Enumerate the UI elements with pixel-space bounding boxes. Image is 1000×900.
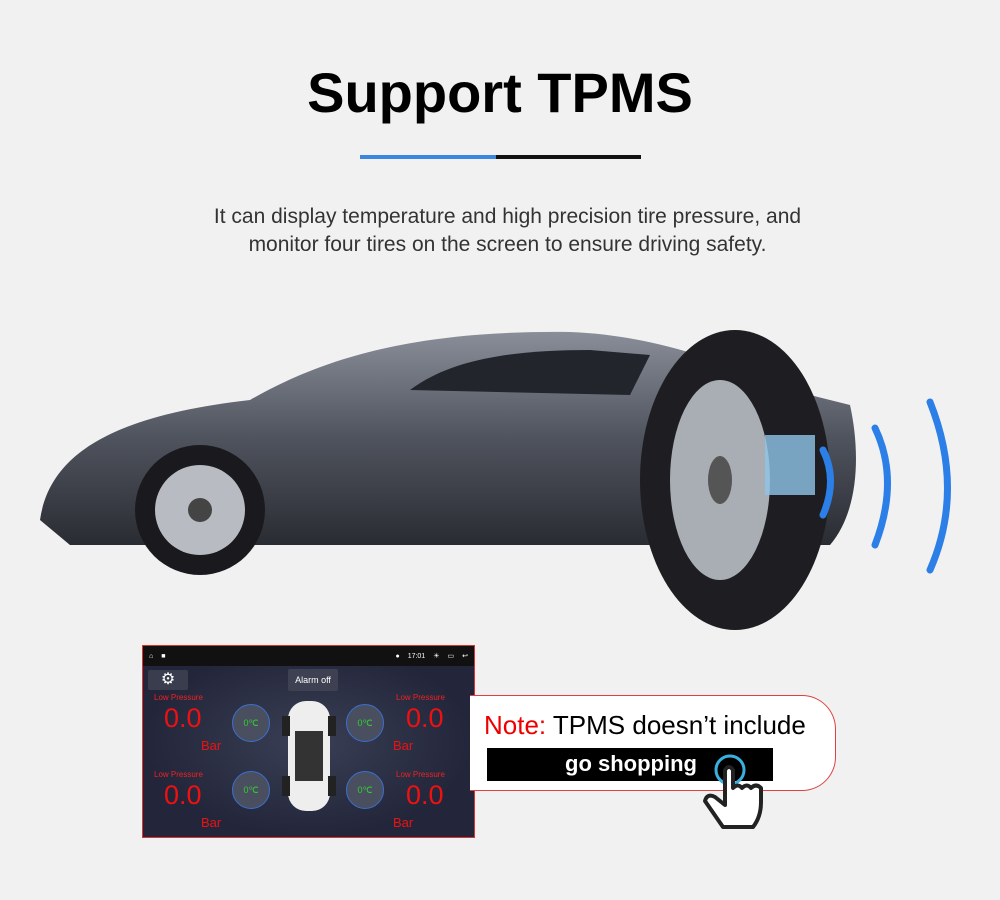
settings-button[interactable]: ⚙ [148,670,188,690]
note-callout: Note: TPMS doesn’t include go shopping [470,695,836,791]
note-text: Note: TPMS doesn’t include [484,710,806,741]
description-line-2: monitor four tires on the screen to ensu… [248,233,767,256]
tire-fr-unit: Bar [393,738,414,753]
tire-fl-pressure: 0.0 [164,703,202,733]
page-title: Support TPMS [307,61,693,124]
status-bar: ⌂ ■ ● 17:01 ☀ ▭ ↩ [143,646,474,666]
tpms-screen: ⌂■ ● 17:01 ☀▭↩ ⚙ Alarm off Low Pressure … [142,645,475,838]
tire-rr-unit: Bar [393,815,414,830]
tire-rl-temp: 0℃ [232,771,270,809]
title-underline-black [496,155,641,159]
tire-fr-status: Low Pressure [396,693,445,702]
pointing-hand-icon [703,754,763,829]
tire-rl-unit: Bar [201,815,222,830]
lock-icon: ■ [161,652,166,660]
brightness-icon[interactable]: ☀ [433,653,440,660]
tire-fl-temp: 0℃ [232,704,270,742]
tire-rl-status: Low Pressure [154,770,203,779]
description: It can display temperature and high prec… [0,203,1000,259]
tire-rr-pressure: 0.0 [406,780,444,810]
location-icon: ● [395,652,400,660]
tire-rr-status: Low Pressure [396,770,445,779]
tire-fl-unit: Bar [201,738,222,753]
car-top-view-icon [282,701,336,811]
tire-fr-temp: 0℃ [346,704,384,742]
tire-rl-pressure: 0.0 [164,780,202,810]
description-line-1: It can display temperature and high prec… [213,205,802,228]
title-underline-blue [360,155,496,159]
back-icon[interactable]: ↩ [462,653,468,660]
alarm-off-button[interactable]: Alarm off [288,669,338,691]
tire-fl-status: Low Pressure [154,693,203,702]
signal-wave-icon [819,446,834,519]
home-icon[interactable]: ⌂ [149,652,154,660]
note-label: Note: [484,710,547,740]
gear-icon: ⚙ [160,671,176,688]
signal-wave-icon [926,398,951,574]
tire-fr-pressure: 0.0 [406,703,444,733]
signal-wave-icon [871,424,891,549]
sports-car-image [40,330,951,630]
status-time: 17:01 [407,652,426,660]
tire-rr-temp: 0℃ [346,771,384,809]
note-message: TPMS doesn’t include [552,710,806,740]
recent-apps-icon[interactable]: ▭ [447,653,455,660]
